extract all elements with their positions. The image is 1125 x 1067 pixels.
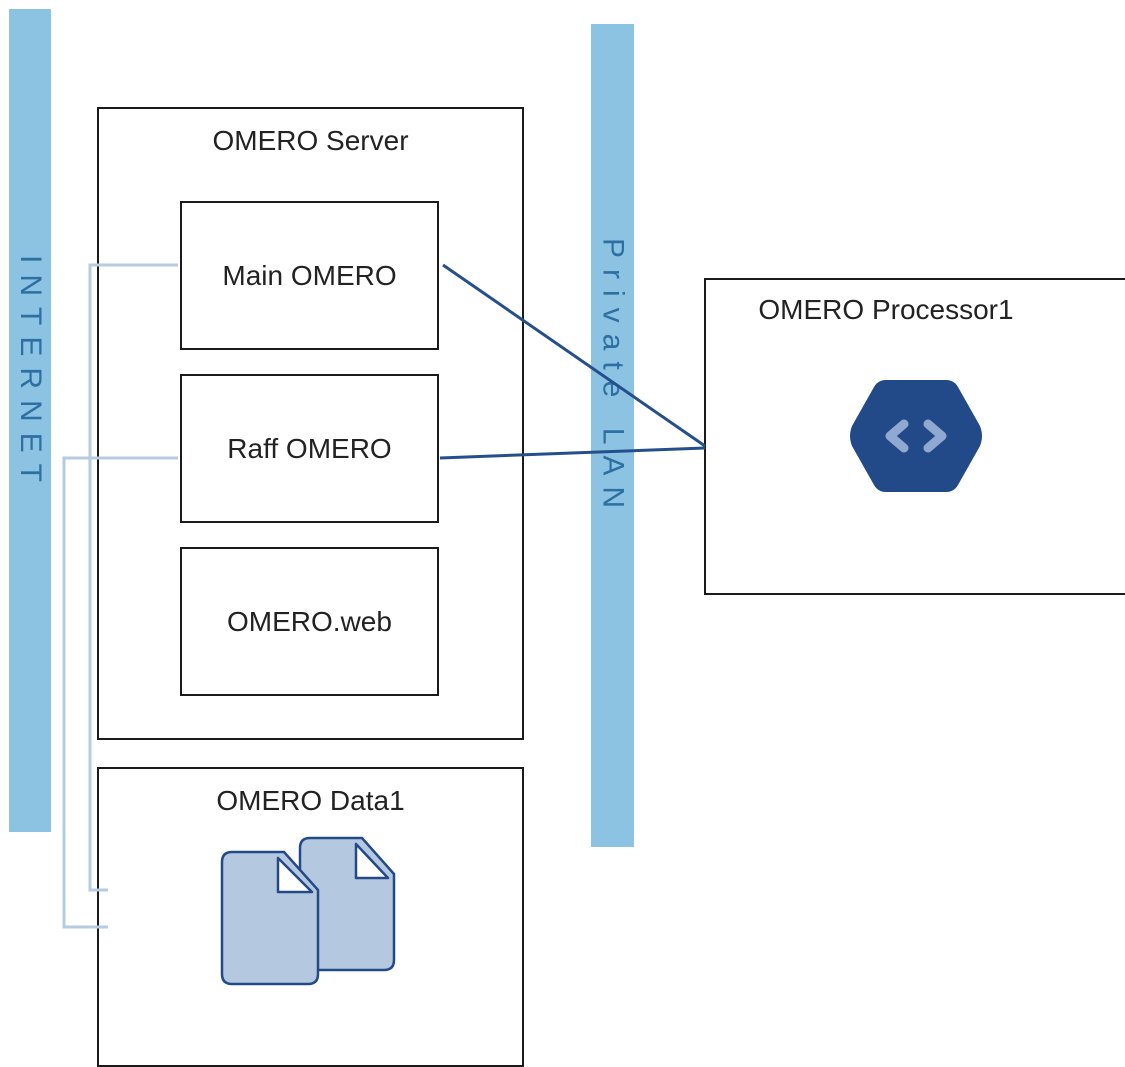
main-omero-label: Main OMERO [222,259,397,291]
document-back-icon [298,836,396,972]
omero-web-box: OMERO.web [180,547,439,696]
chevron-right-icon [923,419,947,453]
raff-omero-processor-link [439,446,706,460]
raff-omero-label: Raff OMERO [227,432,392,464]
internet-band: INTERNET [9,9,51,832]
main-omero-box: Main OMERO [180,201,439,350]
private-lan-band: Private LAN [591,24,634,847]
omero-data-title: OMERO Data1 [216,785,405,816]
omero-web-label: OMERO.web [227,605,392,637]
main-omero-processor-link [442,263,706,448]
chevron-left-icon [885,419,909,453]
private-lan-band-label: Private LAN [596,238,630,520]
internet-band-label: INTERNET [14,255,47,493]
omero-processor-box: OMERO Processor1 [704,278,1125,595]
omero-server-title: OMERO Server [212,125,409,156]
omero-processor-title: OMERO Processor1 [758,294,1014,325]
documents-icon [220,836,396,986]
document-front-icon [220,850,320,986]
raff-omero-data-link [62,456,178,929]
raff-omero-box: Raff OMERO [180,374,439,523]
omero-server-box: OMERO Server [97,107,524,740]
main-omero-data-link [88,263,178,892]
code-hexagon-icon [850,380,982,492]
